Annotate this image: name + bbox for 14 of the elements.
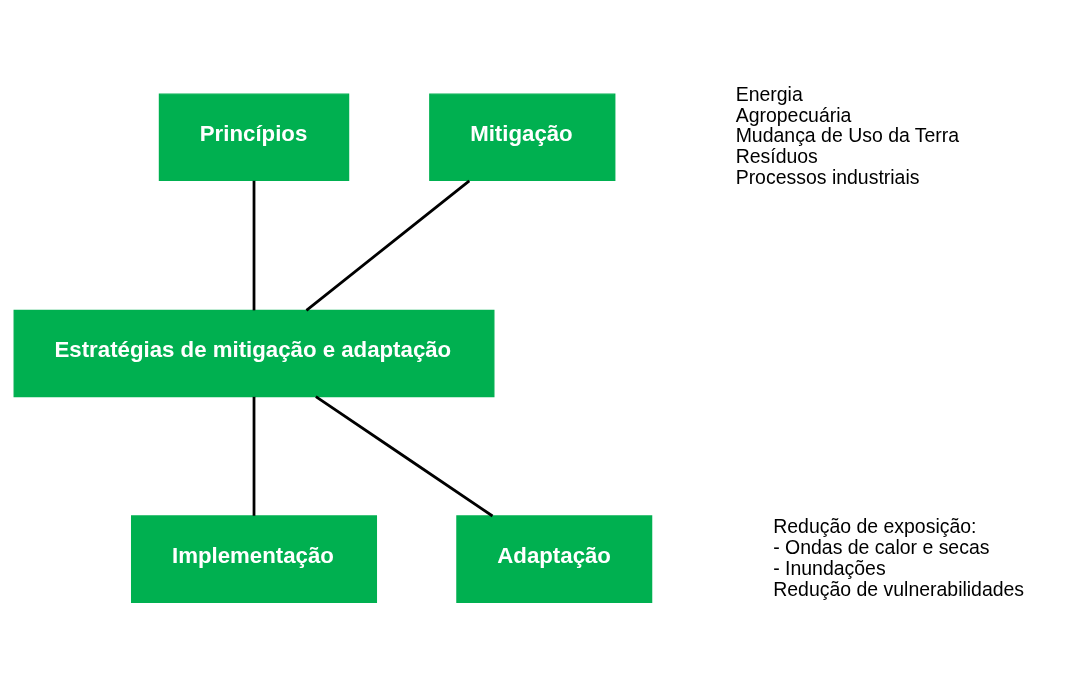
node-label: Energia <box>735 82 803 105</box>
node-box: Estratégias de mitigação e adaptação <box>13 309 495 398</box>
connector <box>252 180 256 311</box>
connector <box>252 396 256 516</box>
node-label: - Inundações <box>773 556 886 579</box>
node-label: Redução de exposição: <box>773 515 977 538</box>
node-box: Princípios <box>158 93 350 182</box>
node-label: Processos industriais <box>735 166 920 189</box>
node-box: Adaptação <box>456 515 653 603</box>
connector <box>305 179 471 312</box>
node-label: Resíduos <box>735 145 818 168</box>
node-box: Mitigação <box>429 93 616 182</box>
node-box: Implementação <box>131 515 378 603</box>
connector <box>315 395 494 518</box>
